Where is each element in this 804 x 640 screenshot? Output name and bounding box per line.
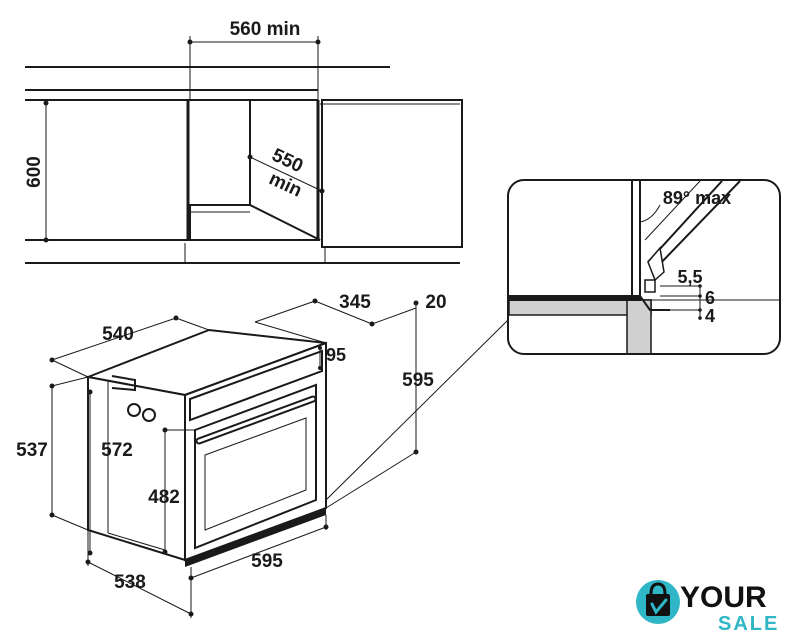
logo-word-bottom: SALE <box>718 613 779 634</box>
oven-depth-top-label: 540 <box>102 324 134 345</box>
cabinet-drawing: 560 min 600 550 min <box>24 19 463 264</box>
oven-width-bottom-label: 595 <box>251 551 283 572</box>
cabinet-width-label: 560 min <box>230 19 301 40</box>
oven-height-572-label: 572 <box>101 440 133 461</box>
yoursale-logo: YOUR SALE <box>636 580 779 634</box>
oven-offset-label: 20 <box>425 292 446 313</box>
cabinet-depth-label-2: min <box>266 168 305 201</box>
detail-gap-55-label: 5,5 <box>677 267 702 287</box>
oven-drawing: 540 345 20 595 95 537 572 <box>16 292 509 618</box>
detail-angle-label: 89° max <box>663 188 731 208</box>
door-detail-inset: 89° max 5,5 6 4 <box>507 179 781 355</box>
oven-height-537-label: 537 <box>16 440 48 461</box>
oven-door-label: 482 <box>148 487 180 508</box>
oven-depth-bottom-label: 538 <box>114 572 146 593</box>
detail-gap-4-label: 4 <box>705 306 715 326</box>
shopping-bag-icon <box>636 580 680 624</box>
cabinet-height-label: 600 <box>24 156 45 188</box>
oven-depth-side-label: 345 <box>339 292 371 313</box>
logo-word-top: YOUR <box>680 581 767 614</box>
oven-panel-label: 95 <box>326 345 346 365</box>
oven-height-total-label: 595 <box>402 370 434 391</box>
detail-gap-6-label: 6 <box>705 288 715 308</box>
